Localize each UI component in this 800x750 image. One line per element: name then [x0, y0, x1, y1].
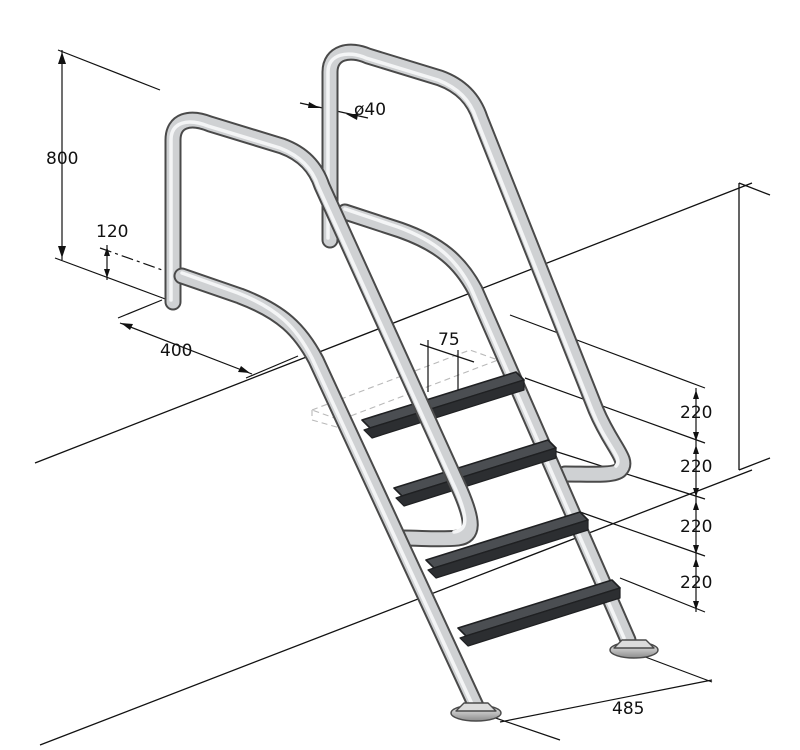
dim-label-rail-overhang: 120: [96, 222, 128, 242]
step-4: [457, 579, 621, 637]
front-stringer: [173, 267, 485, 715]
dim-label-deck-reach: 400: [160, 341, 192, 361]
back-stringer: [336, 203, 637, 649]
back-handrail: [321, 43, 632, 483]
dim-label-tread-depth: 75: [438, 330, 460, 350]
dim-label-step-spacing-1: 220: [680, 403, 712, 423]
dim-label-tube-diameter: ø40: [354, 100, 386, 120]
base-flanges: [450, 639, 659, 722]
pool-edge-lines: [34, 182, 771, 746]
dimension-labels: 800 120 400 ø40 75 220 220 220 220 485: [46, 100, 712, 719]
front-handrail: [164, 111, 479, 548]
step-1: [361, 371, 525, 429]
dim-label-step-spacing-2: 220: [680, 457, 712, 477]
dim-label-step-spacing-4: 220: [680, 573, 712, 593]
step-2: [393, 439, 557, 497]
ladder-frame: [164, 43, 659, 722]
dim-label-ladder-width: 485: [612, 699, 644, 719]
dim-label-handrail-height: 800: [46, 149, 78, 169]
tread-ghost-outline: [310, 349, 500, 429]
dim-label-step-spacing-3: 220: [680, 517, 712, 537]
dimension-lines: [54, 49, 713, 741]
steps: [361, 371, 621, 647]
